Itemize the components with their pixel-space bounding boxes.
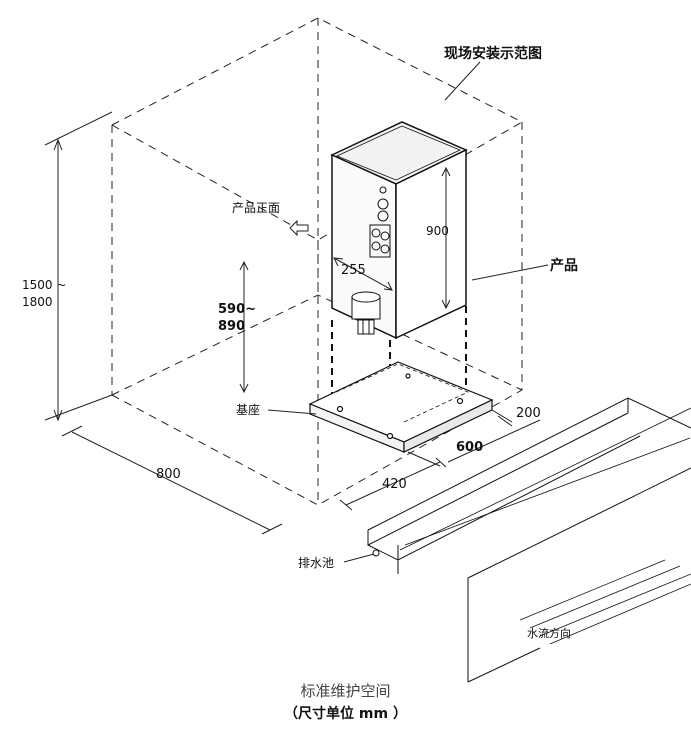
base-width-label: 600 [456, 440, 483, 455]
height-dimension [44, 111, 113, 422]
product-front-arrow-icon [289, 219, 309, 237]
product-front-label: 产品正面 [232, 201, 280, 215]
drain-basin [367, 397, 691, 683]
base-leader [267, 409, 317, 415]
height-range-a: 1500 ~ [22, 278, 66, 292]
diagram-title: 现场安装示范图 [444, 45, 542, 62]
product-label: 产品 [550, 257, 578, 274]
title-leader [444, 61, 481, 101]
room-width-label: 800 [156, 467, 181, 482]
base-platform [308, 361, 494, 453]
product-depth-dimension [333, 257, 393, 291]
product-unit [330, 121, 468, 340]
mount-height-dimension [239, 260, 249, 394]
mount-range-a: 590~ [218, 302, 256, 317]
mount-range-b: 890 [218, 319, 245, 334]
drain-hole [372, 549, 380, 557]
caption-unit: （尺寸单位 mm ） [284, 706, 407, 722]
base-dimension-lines [339, 409, 541, 511]
product-height-label: 900 [426, 224, 449, 238]
caption-title: 标准维护空间 [300, 682, 391, 700]
height-range-b: 1800 [22, 295, 53, 309]
product-leader [471, 264, 549, 281]
product-height-dimension [441, 166, 451, 310]
drain-basin-label: 排水池 [298, 556, 334, 570]
basin-gap-label: 200 [516, 406, 541, 421]
base-label: 基座 [236, 402, 260, 417]
product-depth-label: 255 [341, 263, 366, 278]
width-dimension [61, 425, 283, 535]
water-flow-label: 水流方向 [527, 626, 571, 640]
drain-leader [343, 553, 375, 563]
base-depth-label: 420 [382, 477, 407, 492]
